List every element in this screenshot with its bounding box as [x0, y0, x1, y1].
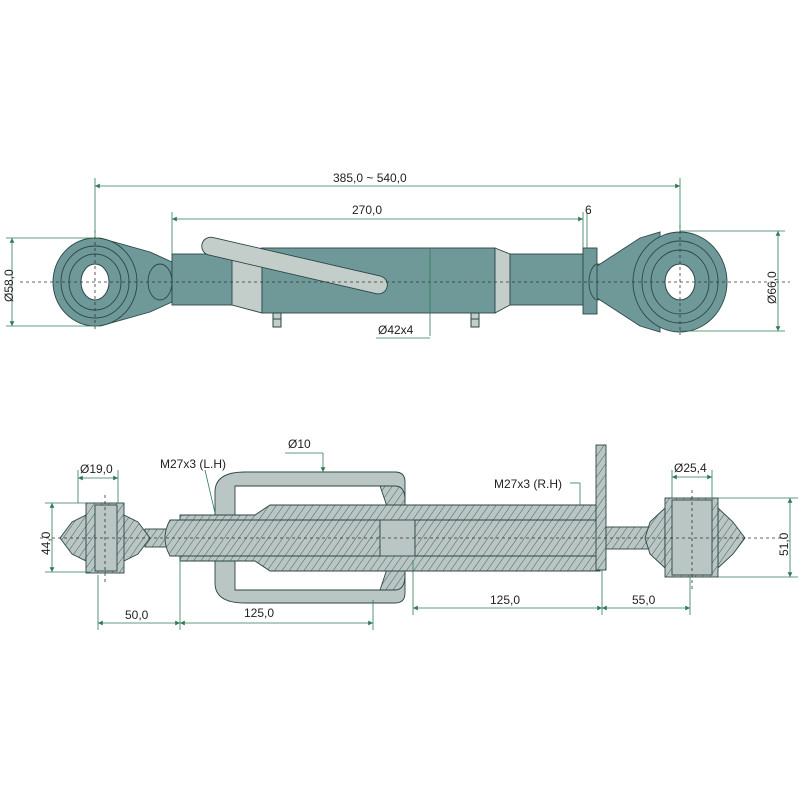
right-ball-width-label: 51,0 [777, 532, 791, 556]
dimension-right-pin: Ø25,4 [671, 461, 713, 498]
left-thread-label: M27x3 (L.H) [160, 457, 226, 471]
dimension-left-ball: 44,0 [39, 502, 90, 573]
handle-diameter-label: Ø10 [288, 437, 311, 451]
right-thread-length-label: 125,0 [490, 593, 520, 607]
tube-length-label: 270,0 [352, 203, 382, 217]
left-thread-length-label: 125,0 [244, 606, 274, 620]
right-offset-label: 55,0 [632, 593, 656, 607]
dimension-bottom-right: 125,0 55,0 [412, 560, 691, 615]
dimension-overall-length: 385,0 ~ 540,0 [94, 171, 681, 238]
overall-length-label: 385,0 ~ 540,0 [333, 171, 407, 185]
dimension-tube-diameter: Ø42x4 [376, 323, 430, 339]
section-view: Ø19,0 44,0 M27x3 (L.H) Ø10 M27x3 (R.H) Ø… [39, 437, 798, 630]
handle [201, 236, 388, 295]
left-offset-label: 50,0 [125, 608, 149, 622]
dimension-left-pin: Ø19,0 [77, 462, 119, 503]
left-spindle [171, 253, 235, 306]
tube-center-cavity [379, 519, 416, 557]
right-eye-diameter-label: Ø66,0 [765, 271, 779, 304]
right-spindle [509, 253, 584, 306]
dimension-left-eye: Ø58,0 [2, 237, 100, 327]
tube-diameter-label: Ø42x4 [378, 323, 414, 337]
lock-plate [595, 444, 607, 571]
right-pin-diameter-label: Ø25,4 [674, 461, 707, 475]
dimension-right-eye: Ø66,0 [680, 230, 785, 332]
callout-handle-diameter: Ø10 [285, 437, 326, 472]
plate-thickness-label: 6 [585, 203, 592, 217]
right-collar [494, 247, 511, 314]
dimension-bottom-left: 50,0 125,0 [97, 560, 374, 630]
dimension-tube-length: 270,0 6 [171, 203, 592, 254]
top-view: 385,0 ~ 540,0 270,0 6 Ø58,0 Ø66,0 Ø42x4 [2, 171, 790, 339]
right-thread-label: M27x3 (R.H) [494, 477, 562, 491]
dimension-right-ball: 51,0 [718, 497, 798, 578]
left-thread-spindle [164, 519, 381, 557]
callout-right-thread: M27x3 (R.H) [494, 477, 581, 505]
callout-left-thread: M27x3 (L.H) [160, 457, 226, 514]
grease-nipple-icon [272, 312, 282, 328]
left-ball-width-label: 44,0 [39, 531, 53, 555]
grease-nipple-icon [470, 312, 480, 328]
left-eye-diameter-label: Ø58,0 [2, 269, 16, 302]
left-pin-diameter-label: Ø19,0 [80, 462, 113, 476]
